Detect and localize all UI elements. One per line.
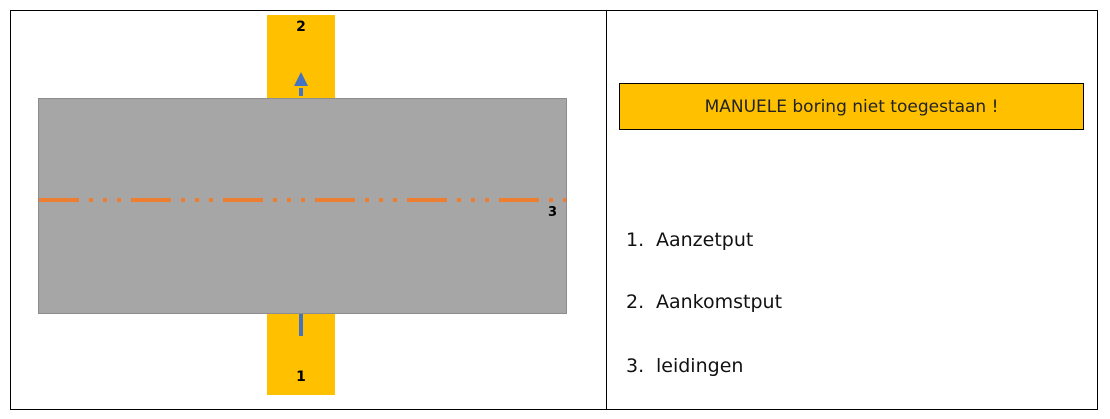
diagram-frame	[10, 10, 1098, 410]
legend-number: 3.	[626, 355, 645, 377]
warning-box: MANUELE boring niet toegestaan !	[619, 83, 1084, 130]
warning-text: MANUELE boring niet toegestaan !	[704, 96, 999, 117]
legend-number: 2.	[626, 291, 645, 313]
legend-number: 1.	[626, 229, 645, 251]
legend-label: Aanzetput	[656, 229, 754, 251]
pipeline-label: 3	[548, 205, 558, 220]
arrival-pit-label: 2	[296, 19, 306, 35]
legend-item: 1. Aanzetput	[626, 229, 753, 251]
launch-pit-label: 1	[296, 369, 306, 385]
legend-item: 2. Aankomstput	[626, 291, 782, 313]
road-area	[38, 98, 567, 314]
legend-label: leidingen	[656, 355, 744, 377]
column-divider	[606, 10, 607, 410]
legend-item: 3. leidingen	[626, 355, 743, 377]
legend-label: Aankomstput	[656, 291, 783, 313]
bore-arrow-head	[294, 72, 308, 86]
